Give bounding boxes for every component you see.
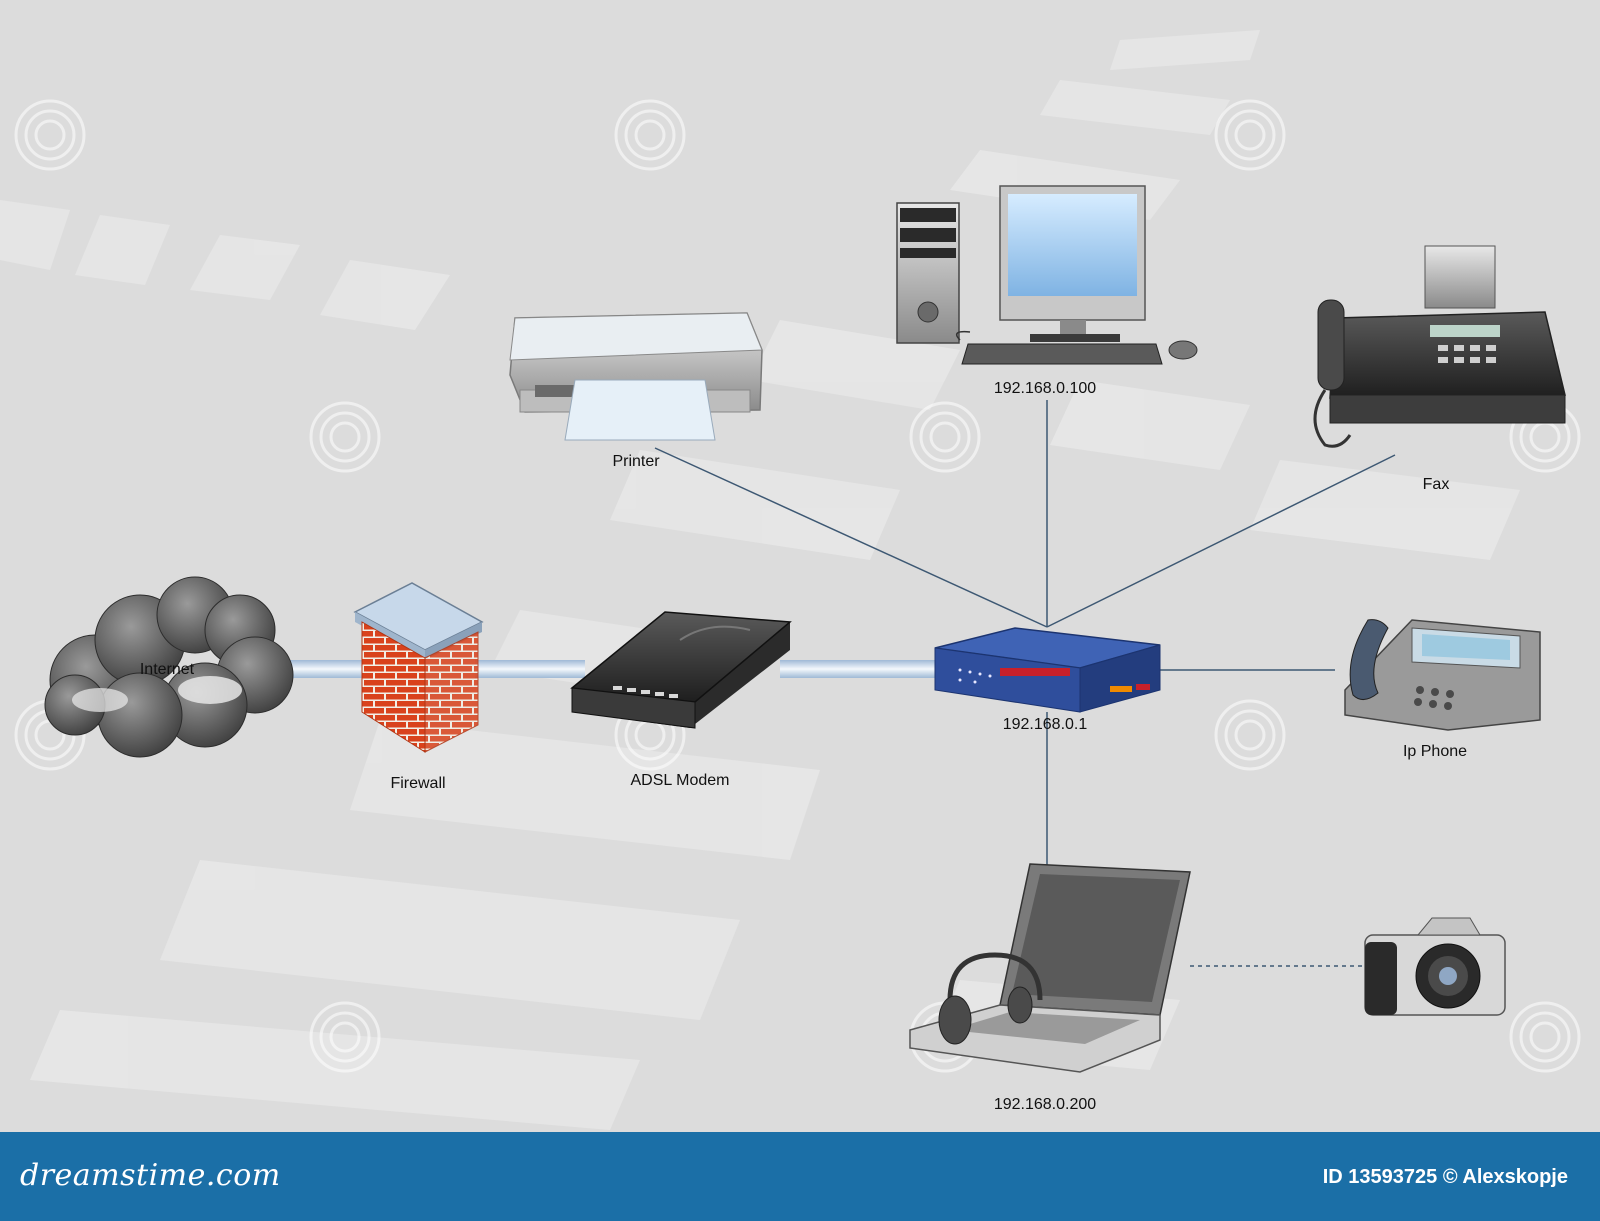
monitor-icon — [955, 185, 1198, 365]
link-firewall-modem — [475, 660, 585, 678]
watermark-swirls — [14, 99, 1581, 1073]
link-router-fax — [1046, 454, 1396, 628]
watermark-swirl — [1519, 1011, 1571, 1063]
label-adsl-modem: ADSL Modem — [631, 772, 730, 789]
fax-machine-icon — [1313, 245, 1566, 448]
watermark-swirl — [309, 1001, 381, 1073]
watermark-swirl — [1529, 1021, 1561, 1053]
watermark-swirl — [24, 109, 76, 161]
label-pc-ip: 192.168.0.100 — [994, 380, 1096, 397]
watermark-swirl — [1234, 119, 1266, 151]
adsl-modem-icon — [570, 611, 792, 729]
label-laptop-ip: 192.168.0.200 — [994, 1096, 1096, 1113]
footer-image-id: ID 13593725 © Alexskopje — [1322, 1166, 1568, 1188]
node-labels: Internet Firewall ADSL Modem 192.168.0.1… — [140, 380, 1467, 1113]
watermark-swirl — [909, 401, 981, 473]
watermark-swirl — [319, 1011, 371, 1063]
link-modem-router — [780, 660, 938, 678]
watermark-swirl — [309, 401, 381, 473]
watermark-swirl — [34, 119, 66, 151]
label-router-ip: 192.168.0.1 — [1003, 716, 1088, 733]
watermark-swirl — [919, 411, 971, 463]
watermark-swirl — [329, 1021, 361, 1053]
watermark-swirl — [634, 719, 666, 751]
watermark-swirl — [1529, 421, 1561, 453]
ip-phone-icon — [1344, 619, 1541, 731]
firewall-icon — [353, 582, 484, 753]
watermark-swirl — [329, 421, 361, 453]
watermark-swirl — [1214, 99, 1286, 171]
label-ip-phone: Ip Phone — [1403, 743, 1467, 760]
watermark-swirl — [929, 421, 961, 453]
watermark-swirl — [1214, 699, 1286, 771]
watermark-swirl — [634, 119, 666, 151]
camera-icon — [1364, 917, 1506, 1016]
watermark-swirl — [319, 411, 371, 463]
network-links — [280, 400, 1396, 967]
label-printer: Printer — [612, 453, 660, 470]
pc-tower-icon — [896, 202, 960, 344]
watermark-swirl — [1234, 719, 1266, 751]
watermark-swirl — [614, 99, 686, 171]
background-panels — [0, 30, 1560, 1130]
label-fax: Fax — [1423, 476, 1450, 493]
internet-cloud-icon — [44, 576, 294, 758]
printer-icon — [509, 312, 763, 441]
link-internet-firewall — [280, 660, 380, 678]
label-firewall: Firewall — [390, 775, 445, 792]
watermark-swirl — [14, 99, 86, 171]
watermark-swirl — [624, 109, 676, 161]
watermark-swirl — [1509, 1001, 1581, 1073]
watermark-swirl — [1224, 709, 1276, 761]
footer-site-logo: dreamstime.com — [20, 1158, 281, 1193]
laptop-icon — [909, 863, 1191, 1073]
router-icon — [934, 627, 1161, 713]
label-internet: Internet — [140, 661, 195, 678]
watermark-swirl — [1224, 109, 1276, 161]
link-router-printer — [654, 447, 1048, 628]
footer-bar: dreamstime.com ID 13593725 © Alexskopje — [0, 1132, 1600, 1221]
